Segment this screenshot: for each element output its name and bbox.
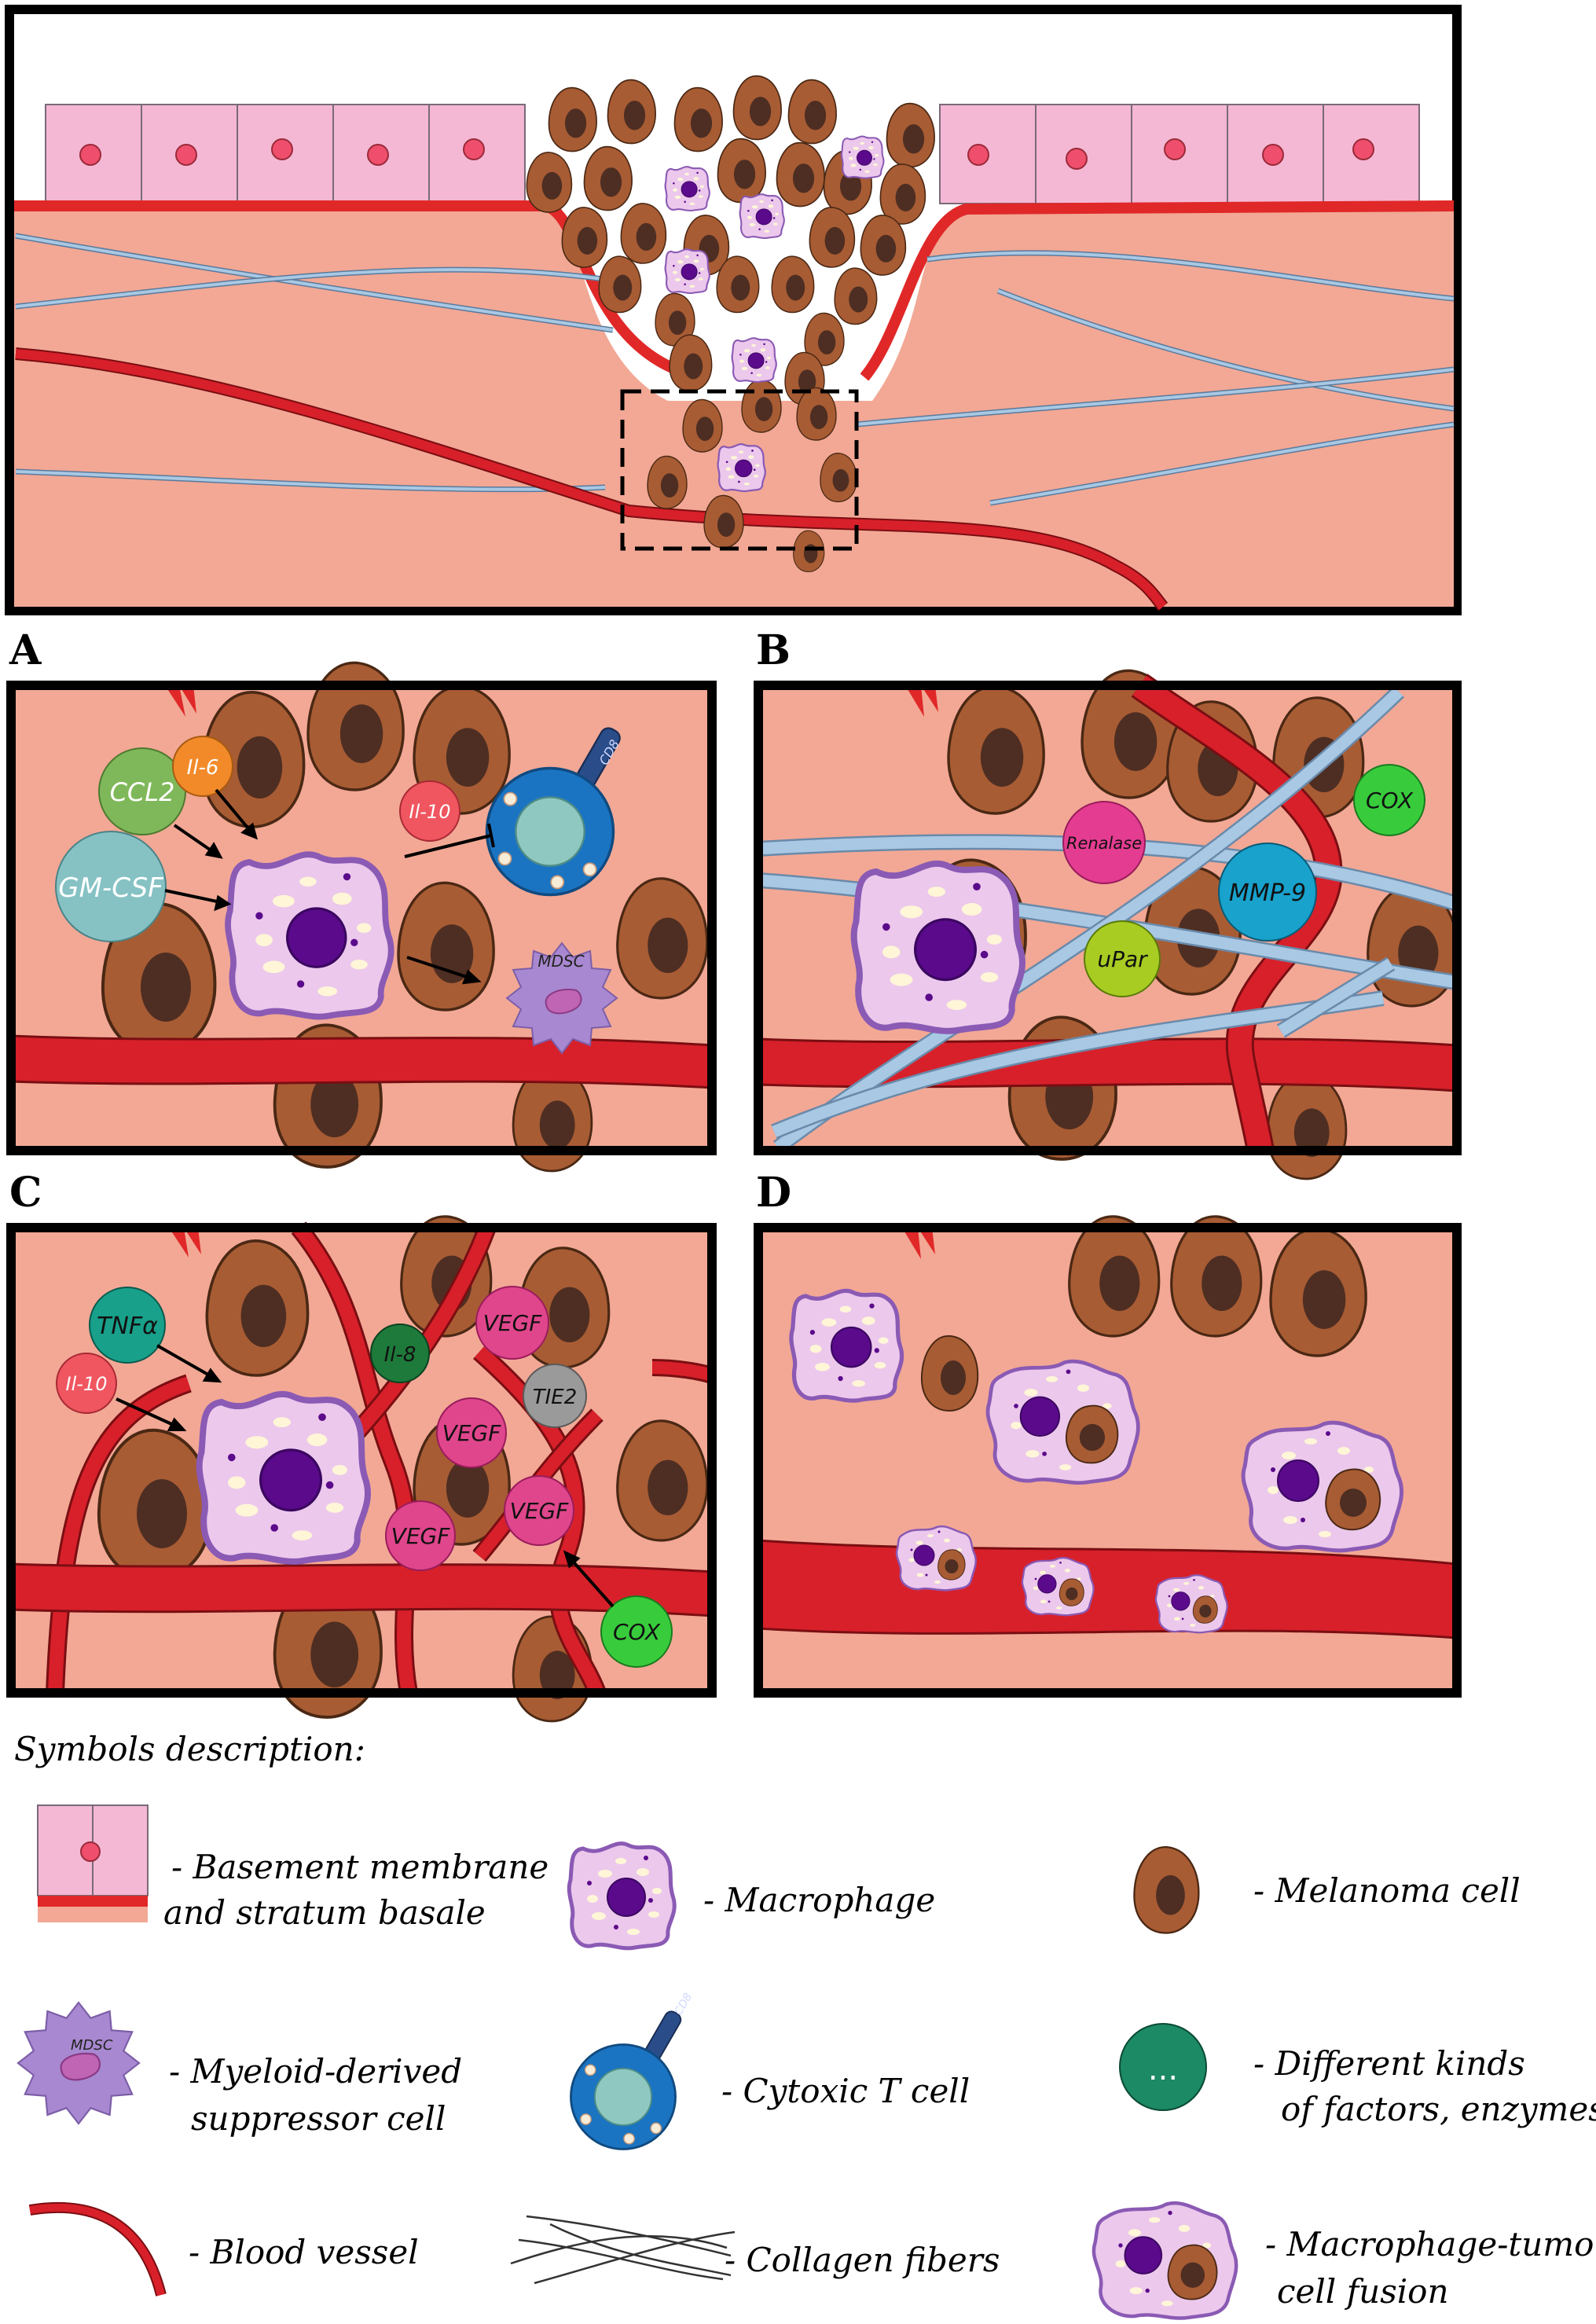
legend-mdsc-label: - Myeloid-derived — [169, 2052, 462, 2091]
panel-a-mdsc-label: MDSC — [538, 952, 584, 971]
panel-b-factor-renalase: Renalase — [1062, 801, 1146, 884]
legend-collagen-label: - Collagen fibers — [725, 2241, 1000, 2279]
svg-text:MMP-9: MMP-9 — [1229, 879, 1306, 907]
epithelium-left — [45, 104, 526, 204]
legend-mdsc-label-2: suppressor cell — [191, 2099, 446, 2138]
legend-melanoma-icon — [1133, 1845, 1200, 1934]
legend-factor-icon: ... — [1119, 2023, 1207, 2111]
panel-letter-b: B — [756, 626, 791, 674]
panel-c-factor-il10: Il-10 — [56, 1353, 117, 1414]
svg-text:Renalase: Renalase — [1066, 834, 1142, 853]
panel-b-basement-edge — [905, 685, 938, 717]
panel-a-factor-il10: Il-10 — [399, 780, 460, 842]
panel-a-blood-vessel — [9, 1034, 714, 1089]
epithelium-right — [939, 104, 1420, 204]
panel-c-basement-edge — [169, 1228, 201, 1257]
panel-c-factor-cox: COX — [600, 1595, 673, 1668]
panel-c-factor-vegf2: VEGF — [436, 1397, 507, 1468]
legend-factors-label: - Different kinds — [1253, 2044, 1525, 2083]
panel-letter-c: C — [9, 1169, 42, 1217]
legend-macrophage-label: - Macrophage — [703, 1881, 935, 1919]
panel-c-factor-tie2: TIE2 — [523, 1364, 587, 1428]
panel-d-fusion-cell-small-1 — [895, 1525, 978, 1592]
panel-d-fusion-cell-small-2 — [1021, 1556, 1095, 1617]
legend-melanoma-label: - Melanoma cell — [1253, 1871, 1521, 1910]
legend: Symbols description: - Basement membrane… — [14, 1730, 1596, 2318]
panel-d-basement-edge — [902, 1228, 935, 1259]
legend-tcell-icon-label: CD8 — [673, 1991, 695, 2017]
panel-a-factor-ccl2: CCL2 — [98, 747, 186, 835]
svg-text:TIE2: TIE2 — [533, 1386, 578, 1409]
legend-vessel-label: - Blood vessel — [189, 2233, 419, 2271]
svg-text:CCL2: CCL2 — [110, 777, 175, 807]
legend-tcell-icon — [570, 2007, 684, 2150]
panel-c-factor-vegf3: VEGF — [385, 1500, 456, 1571]
legend-fusion-label-2: cell fusion — [1277, 2272, 1449, 2311]
panel-a: MDSC CD8 CCL2 Il-6 GM-CSF Il-10 — [6, 661, 717, 1173]
panel-c-frame — [6, 1223, 717, 1698]
panel-a-frame — [6, 681, 717, 1155]
dermis-tissue — [14, 200, 1454, 607]
svg-text:VEGF: VEGF — [442, 1420, 502, 1446]
svg-text:TNFα: TNFα — [97, 1313, 158, 1340]
legend-basement-label: - Basement membrane — [171, 1848, 549, 1886]
panel-a-arrows — [164, 788, 495, 985]
panel-c-factor-vegf1: VEGF — [475, 1286, 549, 1360]
panel-b-factor-cox: COX — [1353, 764, 1425, 836]
panel-a-factor-il6: Il-6 — [172, 736, 233, 797]
panel-d — [754, 1215, 1462, 1698]
panel-a-basement-edge — [165, 685, 196, 717]
panel-b-factor-upar: uPar — [1084, 920, 1161, 997]
panel-c-factor-vegf4: VEGF — [504, 1475, 574, 1546]
panel-d-fusion-cell-2 — [1243, 1423, 1401, 1551]
panel-c-factor-tnfa: TNFα — [89, 1287, 166, 1364]
svg-text:Il-6: Il-6 — [187, 756, 219, 780]
legend-basement-icon — [37, 1804, 149, 1922]
panel-b: Renalase COX MMP-9 uPar — [754, 669, 1462, 1180]
legend-factor-icon-label: ... — [1148, 2051, 1178, 2087]
legend-factors-label-2: of factors, enzymes — [1281, 2090, 1596, 2128]
overview-collagen — [15, 233, 1455, 506]
panel-d-blood-vessel — [757, 1539, 1458, 1639]
svg-text:VEGF: VEGF — [483, 1310, 543, 1336]
panel-a-macrophage — [228, 854, 391, 1016]
svg-text:uPar: uPar — [1097, 946, 1148, 972]
svg-text:COX: COX — [1366, 788, 1414, 813]
svg-text:VEGF: VEGF — [510, 1498, 570, 1524]
panel-c-blood-vessel — [9, 1562, 714, 1617]
legend-mdsc-icon — [17, 2001, 141, 2125]
legend-vessel-icon — [28, 2201, 167, 2296]
panel-letter-a: A — [9, 626, 42, 674]
panel-b-factor-mmp9: MMP-9 — [1218, 843, 1317, 942]
legend-title: Symbols description: — [14, 1730, 365, 1768]
zoom-region-box — [620, 389, 859, 551]
panel-d-frame — [754, 1223, 1462, 1698]
svg-text:Il-8: Il-8 — [384, 1343, 416, 1367]
legend-macrophage-icon — [569, 1844, 674, 1948]
panel-c-factor-il8: Il-8 — [370, 1324, 430, 1383]
overview-panel — [5, 5, 1462, 615]
svg-text:Il-10: Il-10 — [409, 801, 451, 823]
panel-c: TNFα Il-10 Il-8 VEGF TIE2 VEGF VEGF VEG — [6, 1215, 717, 1723]
panel-d-fusion-cell-1 — [988, 1361, 1138, 1483]
legend-fusion-icon — [1094, 2203, 1236, 2318]
panel-a-factor-gmcsf: GM-CSF — [55, 831, 167, 942]
legend-mdsc-icon-label: MDSC — [71, 2037, 113, 2054]
panel-b-macrophage — [854, 864, 1022, 1031]
svg-text:COX: COX — [613, 1619, 661, 1645]
panel-letter-d: D — [756, 1169, 791, 1217]
legend-collagen-icon — [510, 2215, 736, 2285]
panel-c-arrows — [116, 1344, 615, 1608]
svg-text:GM-CSF: GM-CSF — [58, 872, 163, 904]
svg-text:Il-10: Il-10 — [66, 1373, 108, 1395]
legend-tcell-label: - Cytoxic T cell — [721, 2072, 970, 2110]
panel-d-fusion-cell-small-3 — [1154, 1573, 1228, 1634]
panel-d-macrophage — [791, 1290, 902, 1401]
panel-b-frame — [754, 681, 1462, 1155]
svg-text:VEGF: VEGF — [391, 1523, 451, 1549]
legend-fusion-label: - Macrophage-tumor — [1265, 2225, 1596, 2263]
legend-basement-label-2: and stratum basale — [163, 1893, 486, 1932]
panel-c-macrophage — [200, 1394, 368, 1562]
